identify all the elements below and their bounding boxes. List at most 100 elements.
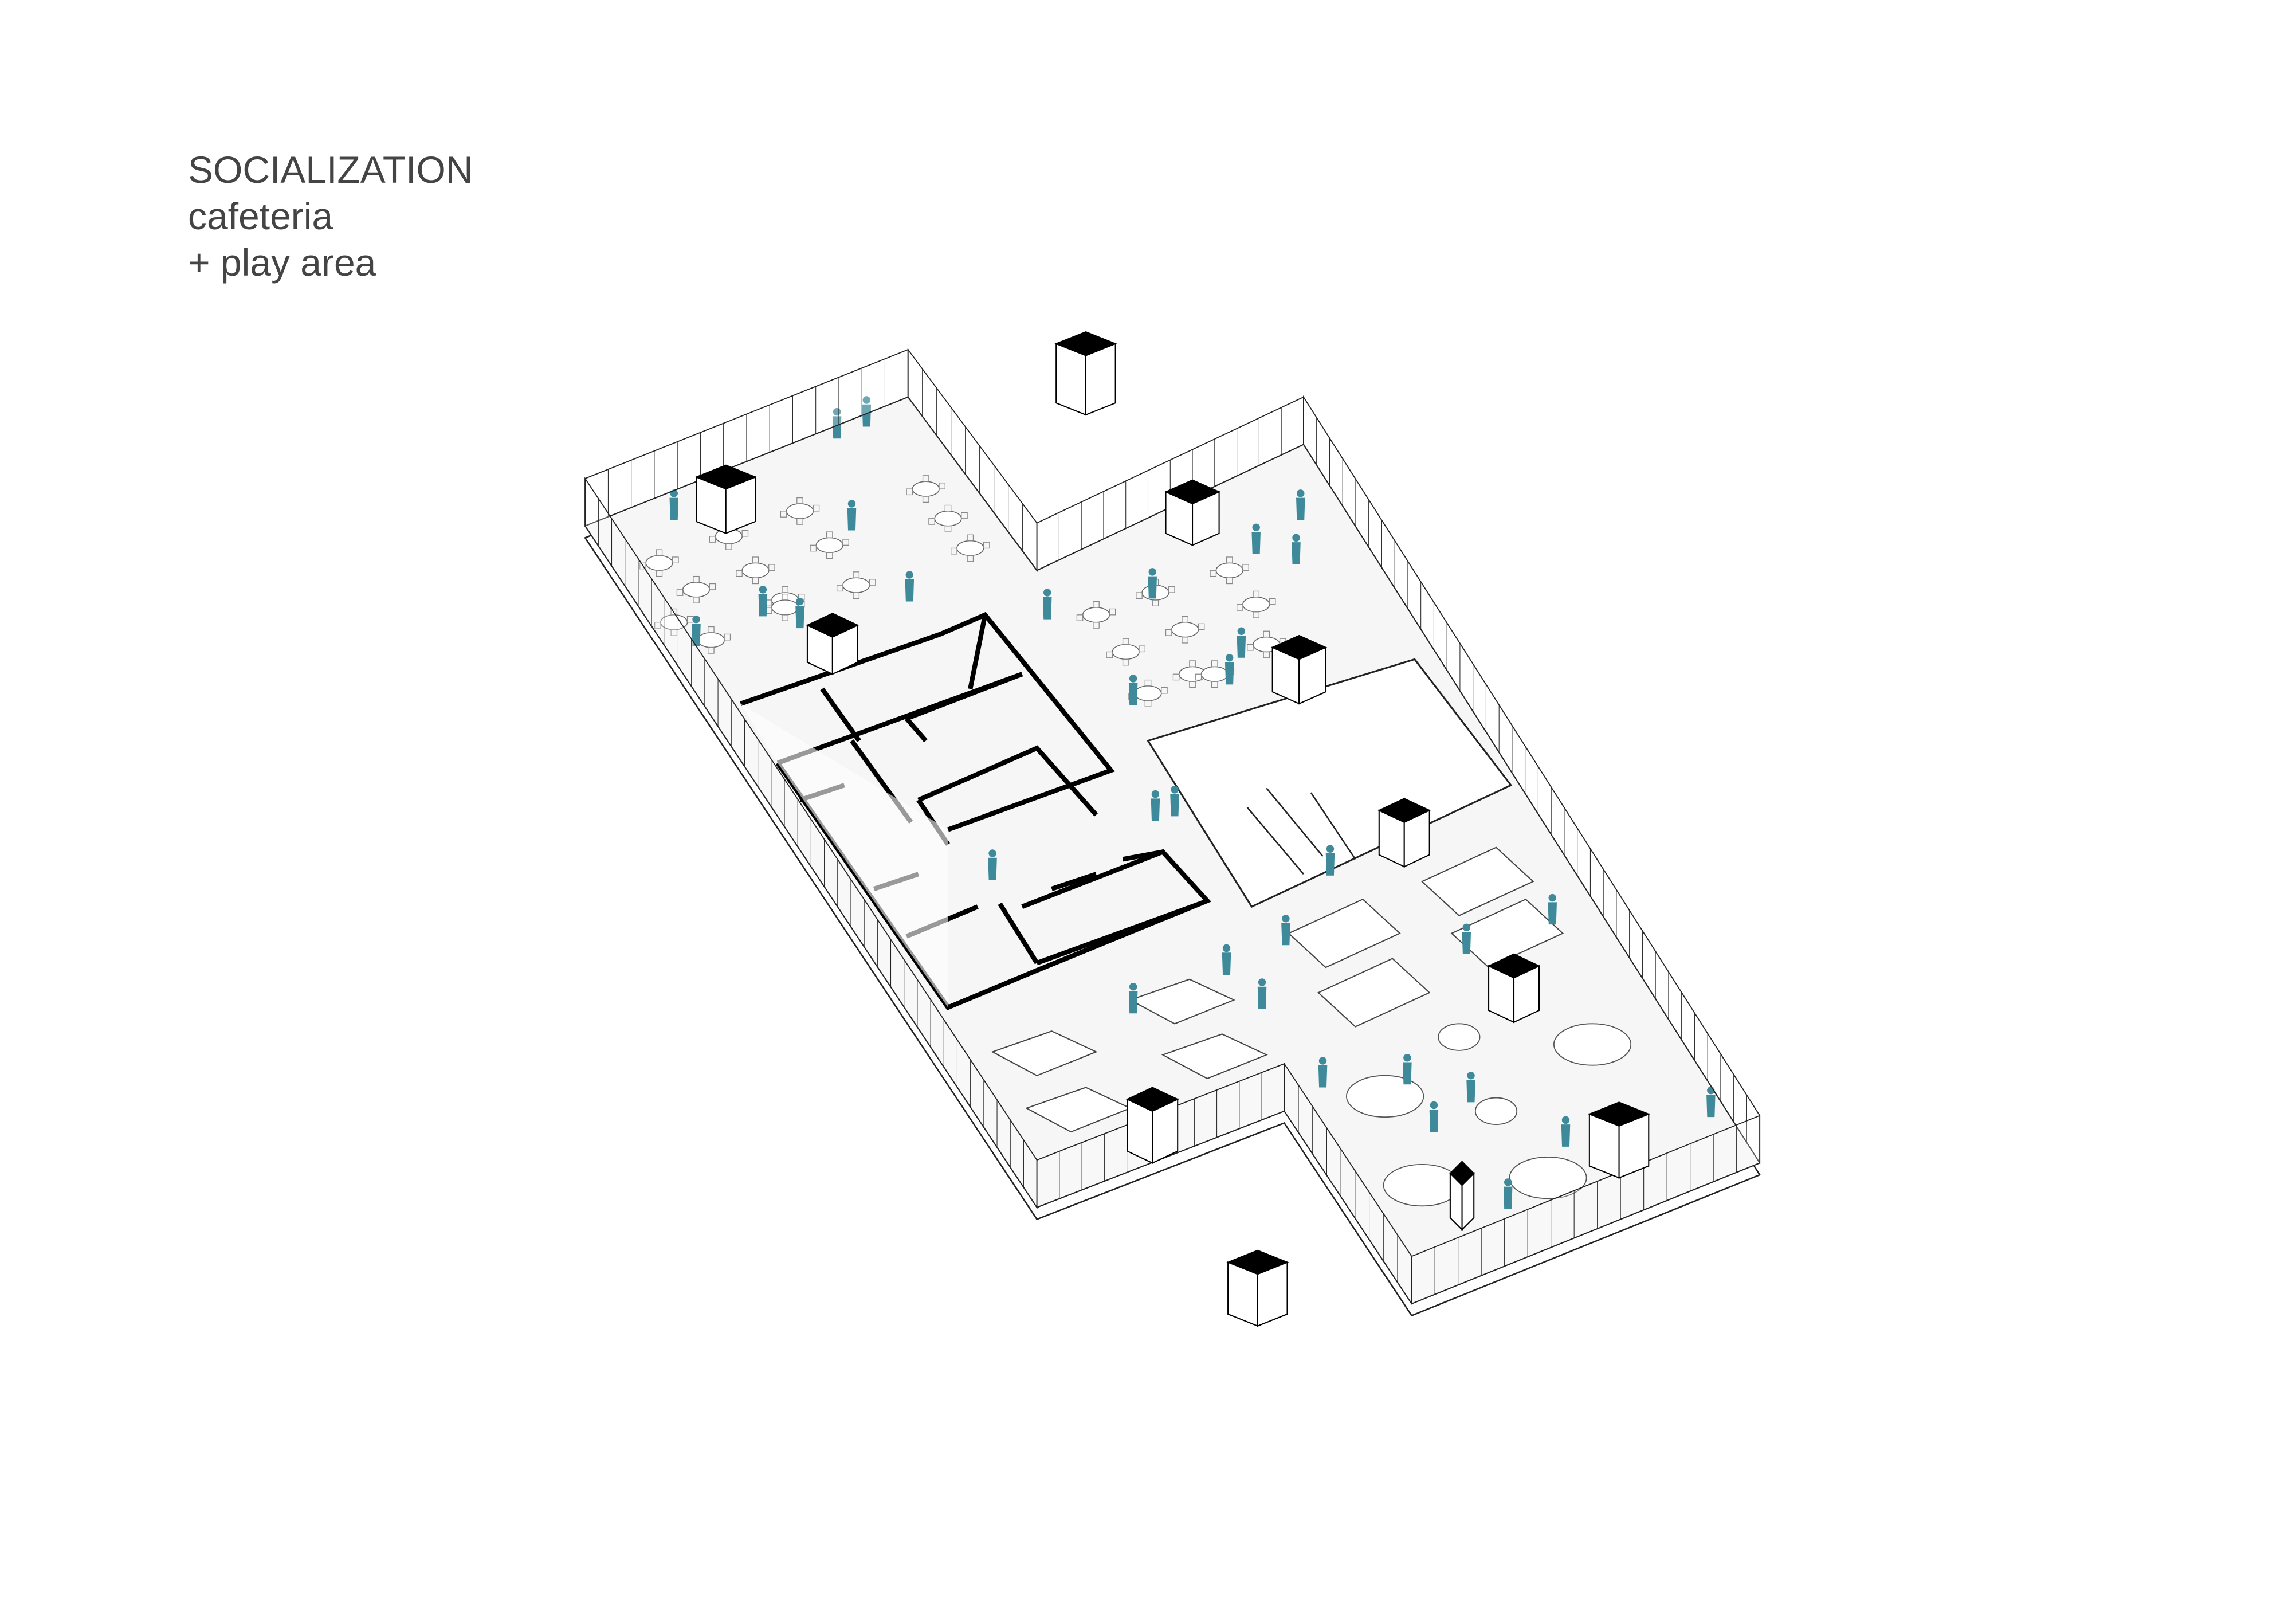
cafe-table	[786, 503, 814, 519]
chair	[796, 518, 803, 525]
pool-table	[1450, 898, 1564, 969]
chair	[752, 577, 759, 585]
person-body	[795, 606, 804, 629]
chair	[1172, 673, 1180, 681]
chair	[1109, 608, 1116, 616]
caption-line-cafeteria: cafeteria	[188, 195, 333, 237]
cafe-table	[645, 555, 673, 571]
chair	[1122, 638, 1129, 645]
chair	[656, 570, 663, 577]
columns-shafts	[694, 331, 1651, 1327]
person-head	[1403, 1054, 1411, 1062]
chair	[1236, 604, 1243, 611]
chair	[709, 536, 716, 543]
chair	[780, 511, 787, 518]
chair	[782, 614, 788, 621]
core-wall	[1122, 849, 1164, 862]
chair	[639, 562, 646, 570]
person-head	[1504, 1178, 1512, 1186]
chair	[961, 512, 968, 519]
chair	[853, 571, 860, 578]
person-head	[1171, 786, 1179, 794]
chair	[810, 544, 817, 552]
core-wall	[905, 672, 1023, 721]
shaft-top	[1271, 634, 1328, 660]
round-table	[1474, 1097, 1518, 1126]
chair	[782, 586, 788, 593]
chair	[782, 593, 788, 601]
core-wall	[968, 614, 988, 689]
person-body	[1148, 576, 1157, 599]
cafe-table	[682, 582, 711, 598]
chair	[656, 549, 663, 556]
ping-pong-table	[991, 1030, 1098, 1076]
shaft-top	[806, 613, 859, 638]
core-infill	[740, 703, 948, 1007]
person-body	[1257, 986, 1267, 1009]
person-body	[1292, 542, 1301, 564]
chair	[922, 496, 929, 503]
person-body	[1042, 597, 1052, 620]
person-head	[988, 849, 996, 857]
chair	[1226, 577, 1233, 585]
glass-facade	[584, 348, 1761, 1306]
chair	[944, 504, 952, 512]
person-head	[1282, 915, 1290, 923]
chair	[672, 556, 679, 563]
chair	[1226, 556, 1233, 563]
chair	[693, 575, 700, 583]
person-head	[862, 396, 871, 404]
chair	[1269, 598, 1276, 605]
person-head	[1326, 845, 1335, 853]
chair	[1189, 660, 1196, 667]
person-head	[1318, 1057, 1327, 1065]
core-wall	[1036, 901, 1201, 966]
chair	[1093, 622, 1100, 629]
cafe-table	[842, 577, 870, 593]
person-head	[1151, 790, 1160, 798]
person-body	[1403, 1062, 1412, 1085]
chair	[1189, 681, 1196, 688]
furniture	[639, 475, 1632, 1207]
round-table	[1438, 1023, 1481, 1051]
stair-rail	[1266, 787, 1324, 857]
chair	[967, 555, 974, 562]
person-body	[1429, 1110, 1439, 1132]
core-wall	[1051, 872, 1097, 891]
core-wall	[917, 745, 1098, 817]
person-head	[759, 586, 767, 594]
chair	[752, 556, 759, 563]
chair	[869, 579, 876, 586]
ping-pong-table	[1128, 978, 1236, 1025]
chair	[826, 531, 833, 539]
person-body	[1466, 1080, 1475, 1103]
person-body	[669, 497, 679, 520]
person-body	[1151, 798, 1160, 821]
chair	[736, 570, 743, 577]
pool-table	[1317, 958, 1431, 1028]
cafe-table	[815, 537, 843, 554]
chair	[1182, 636, 1188, 644]
chair	[654, 622, 661, 629]
person-body	[832, 416, 842, 439]
cafe-table	[934, 511, 962, 527]
chair	[1253, 590, 1260, 598]
person-body	[1548, 902, 1557, 925]
chair	[1093, 601, 1100, 608]
person-body	[1462, 932, 1471, 954]
chair	[1139, 645, 1145, 653]
person-body	[862, 404, 872, 427]
chair	[967, 534, 974, 542]
chair	[813, 504, 820, 512]
chair	[741, 530, 749, 537]
people	[669, 396, 1716, 1209]
chair	[1211, 660, 1218, 667]
person-body	[1296, 497, 1305, 520]
person-body	[692, 624, 701, 646]
shaft-top	[1377, 798, 1431, 823]
cafe-table	[771, 599, 799, 616]
chair	[906, 488, 913, 496]
chair	[1263, 651, 1270, 658]
cafe-table	[1082, 607, 1110, 623]
cafe-table	[1215, 562, 1243, 578]
